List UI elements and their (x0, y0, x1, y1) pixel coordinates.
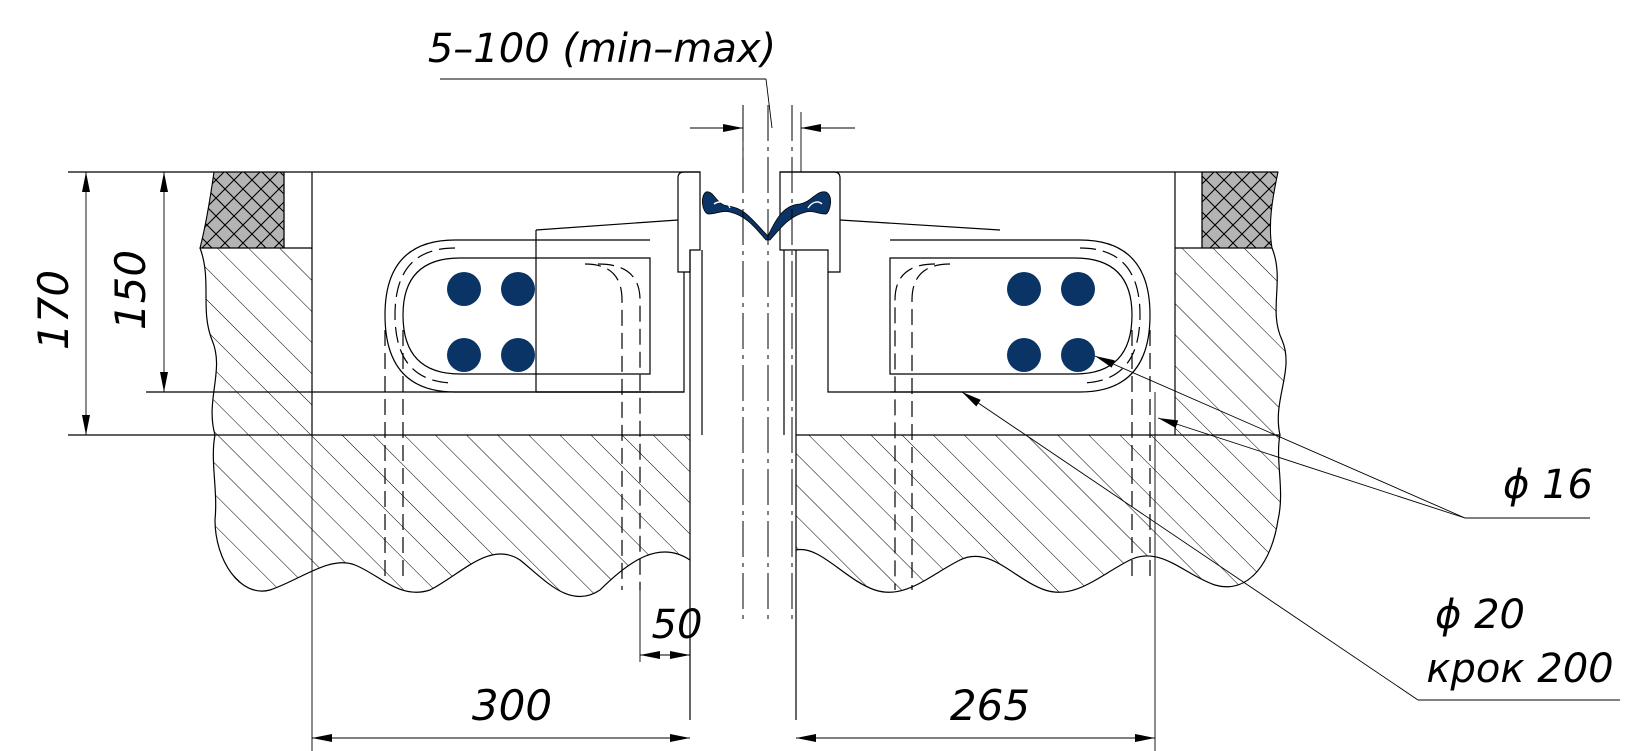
insulation-left (199, 171, 285, 249)
height-label-170: 170 (29, 270, 78, 350)
rebar-bar (447, 272, 481, 306)
rebar-bar (1007, 338, 1041, 372)
rebar-loop-right (889, 239, 1151, 590)
rubber-seal (702, 191, 831, 241)
width-label-265: 265 (950, 681, 1030, 730)
height-label-150: 150 (106, 250, 155, 330)
concrete-right (795, 247, 1287, 593)
callout-phi16: ϕ 16 (1503, 462, 1593, 508)
offset-dimension (639, 590, 690, 662)
concrete-left (199, 247, 691, 598)
rebar-bar (1007, 272, 1041, 306)
leader-phi20 (961, 391, 1620, 701)
callout-pitch: крок 200 (1426, 646, 1613, 692)
structure-outline (68, 171, 1280, 720)
rebar-bars (447, 272, 1095, 372)
rebar-bar (1061, 272, 1095, 306)
rebar-loop-left (384, 239, 651, 590)
rebar-bar (501, 272, 535, 306)
rebar-bar (447, 338, 481, 372)
insulation-right (1201, 171, 1279, 249)
rebar-bar (1061, 338, 1095, 372)
offset-label: 50 (652, 602, 703, 648)
rebar-bar (501, 338, 535, 372)
leader-phi16 (1094, 355, 1590, 519)
gap-dimension-label: 5–100 (min–max) (428, 26, 776, 72)
width-dimension-right (796, 392, 1156, 751)
width-dimension-left (311, 435, 690, 751)
gap-dimension (440, 78, 855, 172)
callout-phi20: ϕ 20 (1435, 592, 1525, 638)
width-label-300: 300 (472, 681, 552, 730)
